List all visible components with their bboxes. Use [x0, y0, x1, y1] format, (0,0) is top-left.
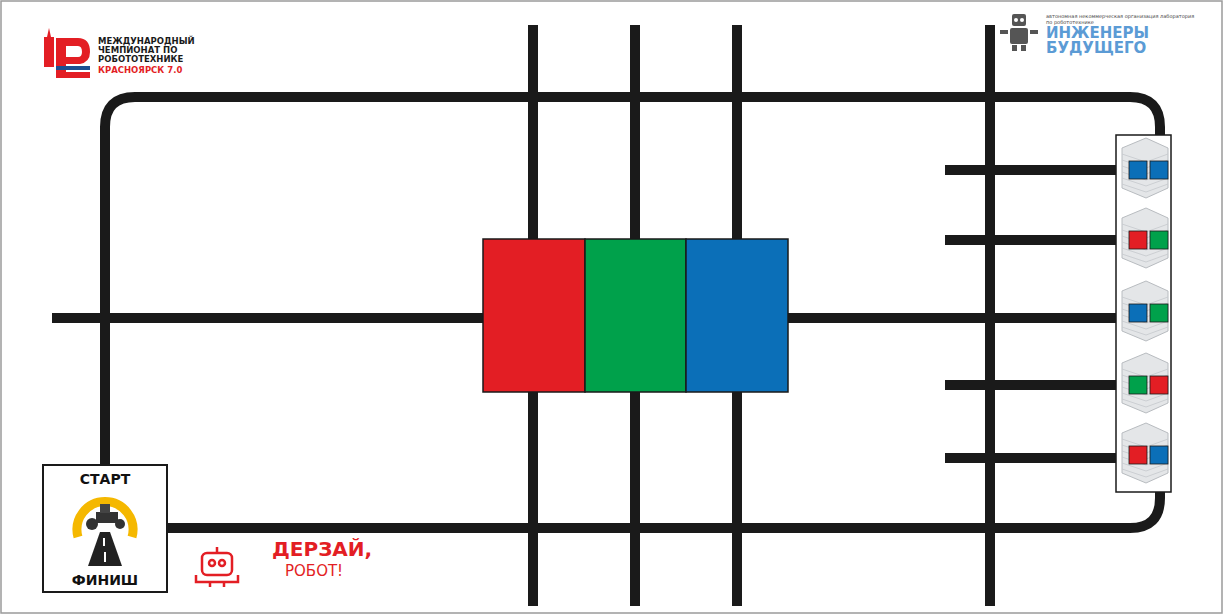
- start-label: СТАРТ: [43, 471, 167, 487]
- slogan-line: РОБОТ!: [285, 563, 385, 580]
- slogan-line: ДЕРЗАЙ,: [272, 538, 392, 560]
- championship-title: МЕЖДУНАРОДНЫЙ ЧЕМПИОНАТ ПО РОБОТОТЕХНИКЕ: [98, 37, 226, 64]
- organization-note: автономная некоммерческая организация ла…: [1046, 13, 1196, 25]
- finish-label: ФИНИШ: [43, 572, 167, 588]
- start-finish-box: СТАРТ ФИНИШ: [43, 465, 167, 592]
- championship-city: КРАСНОЯРСК 7.0: [98, 66, 228, 75]
- organization-name: ИНЖЕНЕРЫ БУДУЩЕГО: [1046, 26, 1141, 56]
